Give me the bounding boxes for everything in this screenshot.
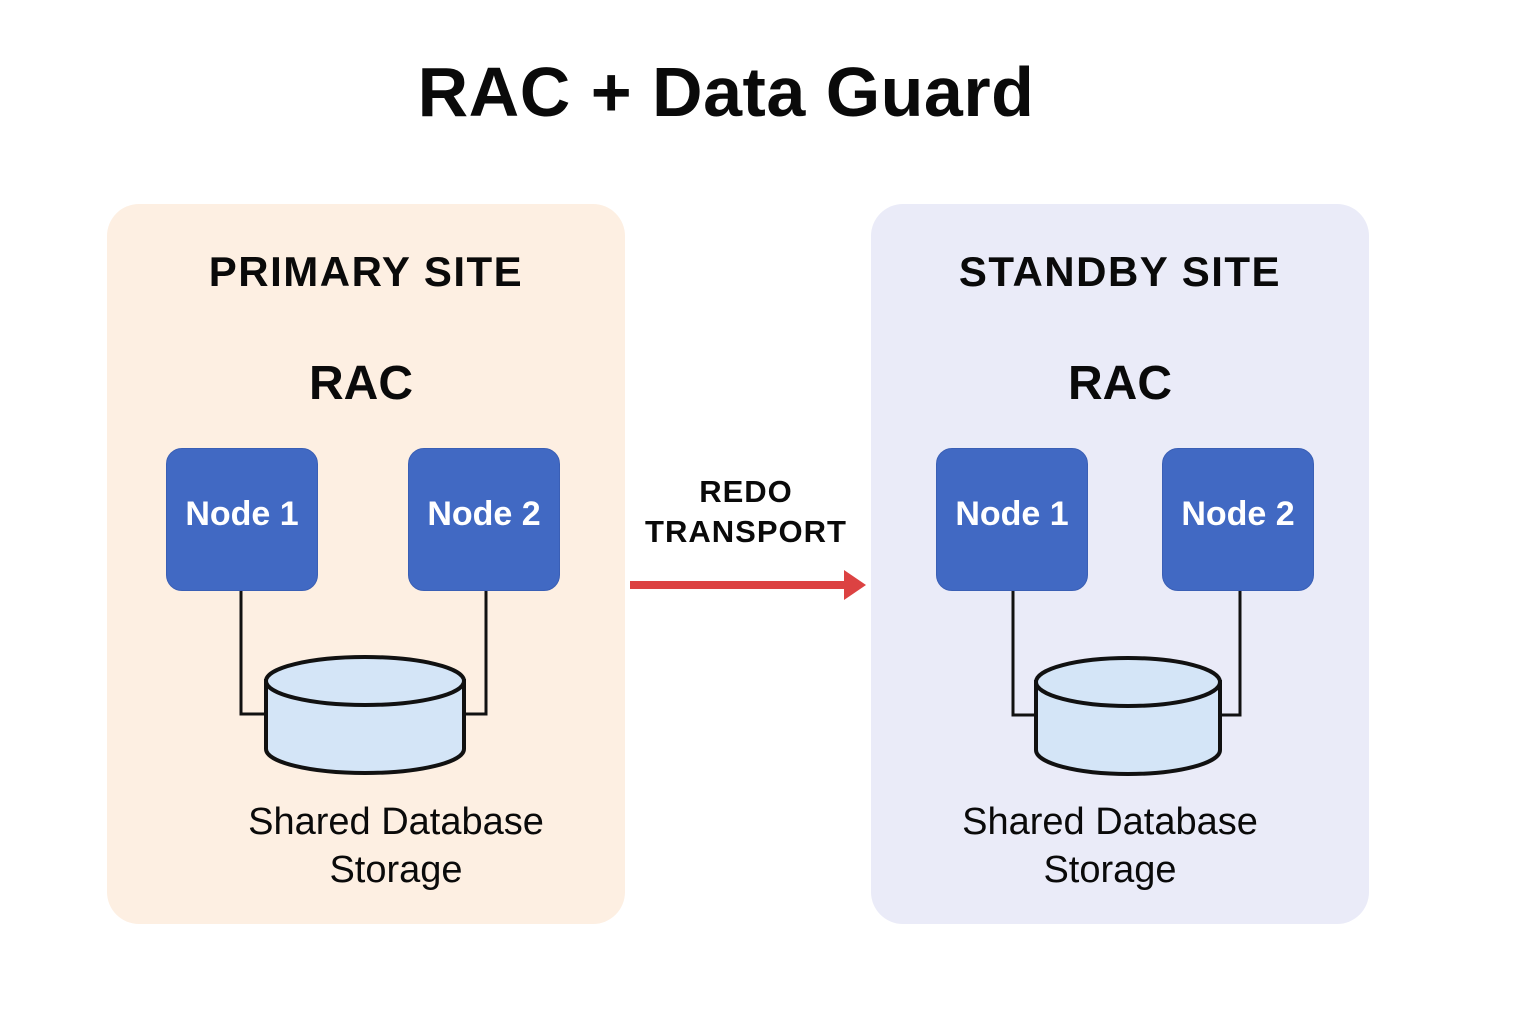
primary-storage-label-line2: Storage: [329, 849, 463, 891]
primary-rac-label: RAC: [309, 357, 413, 410]
standby-storage-label: Shared Database Storage: [861, 798, 1359, 894]
standby-rac-label: RAC: [1068, 357, 1172, 410]
primary-node2-connector: [463, 591, 488, 716]
primary-storage-label-line1: Shared Database: [248, 801, 544, 843]
redo-transport-label: REDO TRANSPORT: [630, 472, 862, 552]
primary-node-1: Node 1: [166, 448, 318, 591]
primary-site-title: PRIMARY SITE: [208, 248, 524, 295]
primary-site: PRIMARY SITE RAC Node 1 Node 2 Shared Da…: [107, 204, 625, 924]
standby-site: STANDBY SITE RAC Node 1 Node 2 Shared Da…: [871, 204, 1369, 924]
standby-node1-connector: [1011, 591, 1036, 717]
primary-node1-connector: [239, 591, 267, 716]
primary-storage-label: Shared Database Storage: [147, 798, 645, 894]
standby-node-1: Node 1: [936, 448, 1088, 591]
primary-storage-cylinder-icon: [264, 655, 466, 775]
standby-storage-label-line2: Storage: [1043, 849, 1177, 891]
standby-storage-label-line1: Shared Database: [962, 801, 1258, 843]
redo-transport-line2: TRANSPORT: [645, 514, 847, 549]
arrow-right-icon: [630, 570, 866, 600]
primary-node-2: Node 2: [408, 448, 560, 591]
standby-node-2: Node 2: [1162, 448, 1314, 591]
redo-transport-line1: REDO: [699, 474, 793, 509]
standby-node2-connector: [1220, 591, 1242, 717]
standby-site-title: STANDBY SITE: [958, 248, 1282, 295]
standby-storage-cylinder-icon: [1034, 656, 1222, 776]
diagram-title: RAC + Data Guard: [417, 53, 1035, 131]
